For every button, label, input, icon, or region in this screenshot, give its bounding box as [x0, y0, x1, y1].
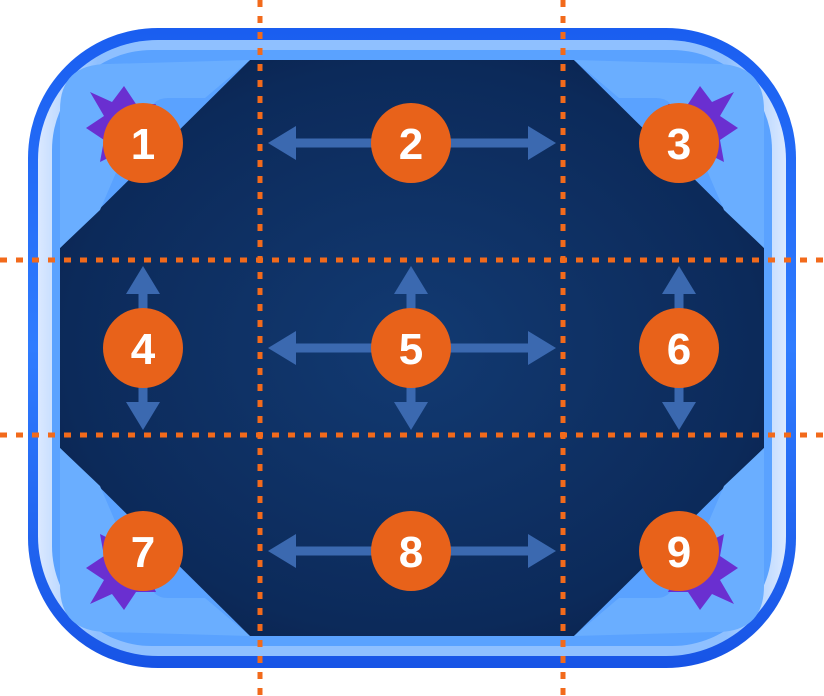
zone-label: 8 [399, 528, 423, 577]
zone-badge: 5 [371, 308, 451, 388]
zone-label: 6 [667, 325, 691, 374]
zone-badge: 6 [639, 308, 719, 388]
zone-badges: 1 2 3 4 5 6 7 8 9 [103, 103, 719, 591]
zone-label: 3 [667, 120, 691, 169]
zone-badge-circle [639, 511, 719, 591]
zone-label: 1 [131, 120, 155, 169]
zone-badge: 9 [639, 511, 719, 591]
zone-badge: 3 [639, 103, 719, 183]
zone-badge-circle [103, 103, 183, 183]
zone-label: 7 [131, 528, 155, 577]
zone-badge-circle [103, 511, 183, 591]
zone-label: 4 [131, 325, 156, 374]
zone-badge: 4 [103, 308, 183, 388]
zone-badge-circle [371, 511, 451, 591]
zone-label: 9 [667, 528, 691, 577]
zone-label: 2 [399, 120, 423, 169]
zone-badge: 7 [103, 511, 183, 591]
zone-badge-circle [103, 308, 183, 388]
zone-badge-circle [639, 103, 719, 183]
zone-badge: 2 [371, 103, 451, 183]
zone-badge-circle [371, 308, 451, 388]
zone-badge-circle [371, 103, 451, 183]
zone-badge: 1 [103, 103, 183, 183]
zone-label: 5 [399, 325, 423, 374]
zone-badge-circle [639, 308, 719, 388]
zone-badge: 8 [371, 511, 451, 591]
